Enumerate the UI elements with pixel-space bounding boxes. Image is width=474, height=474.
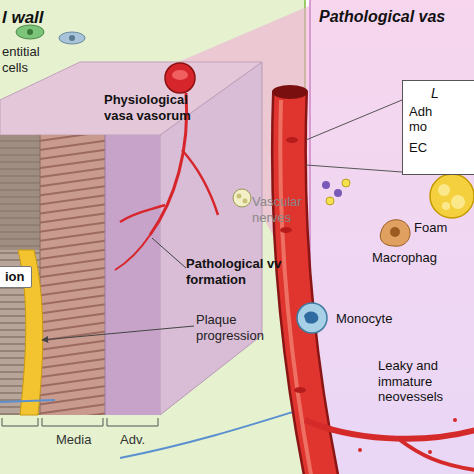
part-label: Foam (414, 220, 464, 236)
part-label: Physiological vasa vasorum (104, 92, 194, 123)
part-label: entitial cells (2, 44, 58, 75)
node-heading: l wall (2, 8, 304, 28)
node-text: EC (409, 141, 474, 156)
part-label: Macrophag (372, 250, 472, 266)
part-label: Pathological vv formation (186, 256, 298, 287)
node-text: Adh mo (409, 105, 439, 135)
part-label: Media (56, 432, 106, 448)
part-label: Monocyte (336, 311, 416, 327)
node-heading: Pathological vas (319, 8, 474, 26)
node-heading: ion (5, 270, 31, 285)
detail-box: L Adh mo EC (402, 80, 474, 175)
part-label: Leaky and immature neovessels (378, 358, 470, 405)
section-panel: l wall ion (0, 0, 306, 474)
part-label: Adv. (120, 432, 160, 448)
node-heading: L (431, 85, 474, 101)
part-label: Vascular nerves (252, 194, 310, 225)
part-label: Plaque progression (196, 312, 296, 343)
layer-tag: ion (0, 266, 32, 288)
